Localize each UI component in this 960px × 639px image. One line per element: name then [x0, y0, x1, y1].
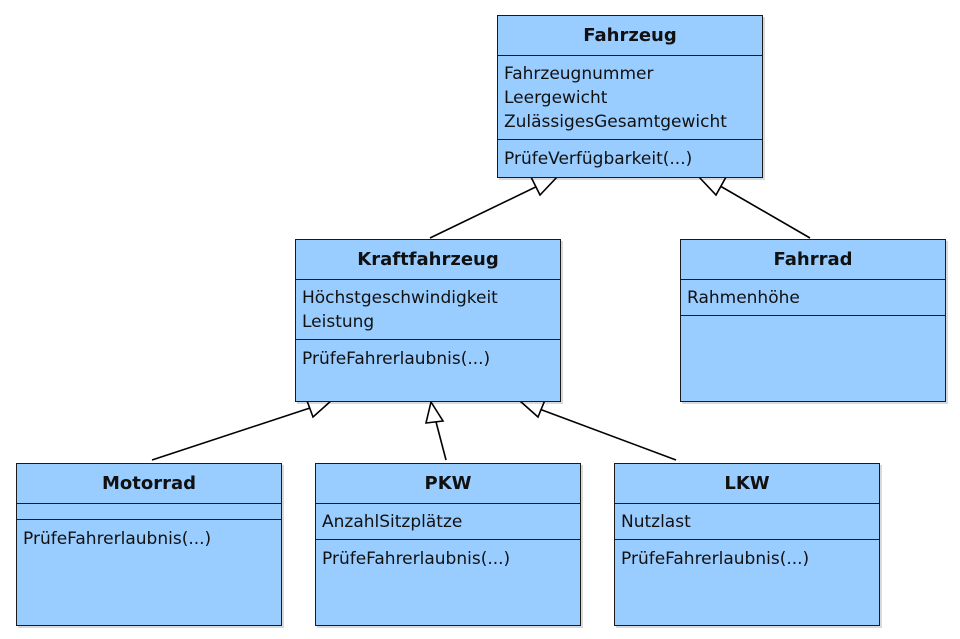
- operation: PrüfeFahrerlaubnis(...): [23, 529, 212, 549]
- operation: PrüfeFahrerlaubnis(...): [322, 549, 511, 569]
- class-fahrrad: Fahrrad Rahmenhöhe: [680, 239, 946, 402]
- operation-section: PrüfeFahrerlaubnis(...): [316, 540, 580, 625]
- arrowhead-fahrrad-fahrzeug: [697, 176, 728, 197]
- class-pkw: PKW AnzahlSitzplätze PrüfeFahrerlaubnis(…: [315, 463, 581, 626]
- edge-kraftfahrzeug-fahrzeug: [429, 181, 547, 239]
- attribute: Rahmenhöhe: [687, 288, 800, 308]
- operation: PrüfeVerfügbarkeit(...): [504, 149, 693, 169]
- class-name: Fahrrad: [681, 240, 945, 280]
- attribute-section: Rahmenhöhe: [681, 280, 945, 316]
- operation-section: PrüfeFahrerlaubnis(...): [17, 520, 281, 625]
- operation: PrüfeFahrerlaubnis(...): [621, 549, 810, 569]
- edge-motorrad-kraftfahrzeug: [151, 405, 317, 461]
- class-motorrad: Motorrad PrüfeFahrerlaubnis(...): [16, 463, 282, 626]
- class-lkw: LKW Nutzlast PrüfeFahrerlaubnis(...): [614, 463, 880, 626]
- attribute-section: Höchstgeschwindigkeit Leistung: [296, 280, 560, 340]
- operation-section: PrüfeVerfügbarkeit(...): [498, 140, 762, 177]
- class-name: Kraftfahrzeug: [296, 240, 560, 280]
- arrowhead-kraftfahrzeug-fahrzeug: [529, 175, 560, 197]
- edge-fahrrad-fahrzeug: [714, 182, 811, 239]
- arrowhead-pkw-kraftfahrzeug: [424, 399, 445, 424]
- edge-pkw-kraftfahrzeug: [434, 417, 447, 461]
- operation-section: PrüfeFahrerlaubnis(...): [615, 540, 879, 625]
- attribute: Fahrzeugnummer: [504, 64, 654, 84]
- class-name: LKW: [615, 464, 879, 504]
- edge-lkw-kraftfahrzeug: [533, 406, 677, 461]
- operation-section: [681, 316, 945, 401]
- attribute: AnzahlSitzplätze: [322, 512, 463, 532]
- class-name: Fahrzeug: [498, 16, 762, 56]
- operation: PrüfeFahrerlaubnis(...): [302, 349, 491, 369]
- attribute-section: AnzahlSitzplätze: [316, 504, 580, 540]
- class-kraftfahrzeug: Kraftfahrzeug Höchstgeschwindigkeit Leis…: [295, 239, 561, 402]
- attribute: Leergewicht: [504, 88, 608, 108]
- operation-section: PrüfeFahrerlaubnis(...): [296, 340, 560, 401]
- attribute: Nutzlast: [621, 512, 691, 532]
- attribute: Leistung: [302, 312, 375, 332]
- attribute: Höchstgeschwindigkeit: [302, 288, 498, 308]
- class-fahrzeug: Fahrzeug Fahrzeugnummer Leergewicht Zulä…: [497, 15, 763, 178]
- attribute-section: Nutzlast: [615, 504, 879, 540]
- class-name: PKW: [316, 464, 580, 504]
- attribute-section: [17, 504, 281, 520]
- attribute-section: Fahrzeugnummer Leergewicht ZulässigesGes…: [498, 56, 762, 140]
- attribute: ZulässigesGesamtgewicht: [504, 112, 727, 132]
- arrowhead-lkw-kraftfahrzeug: [517, 399, 547, 419]
- class-name: Motorrad: [17, 464, 281, 504]
